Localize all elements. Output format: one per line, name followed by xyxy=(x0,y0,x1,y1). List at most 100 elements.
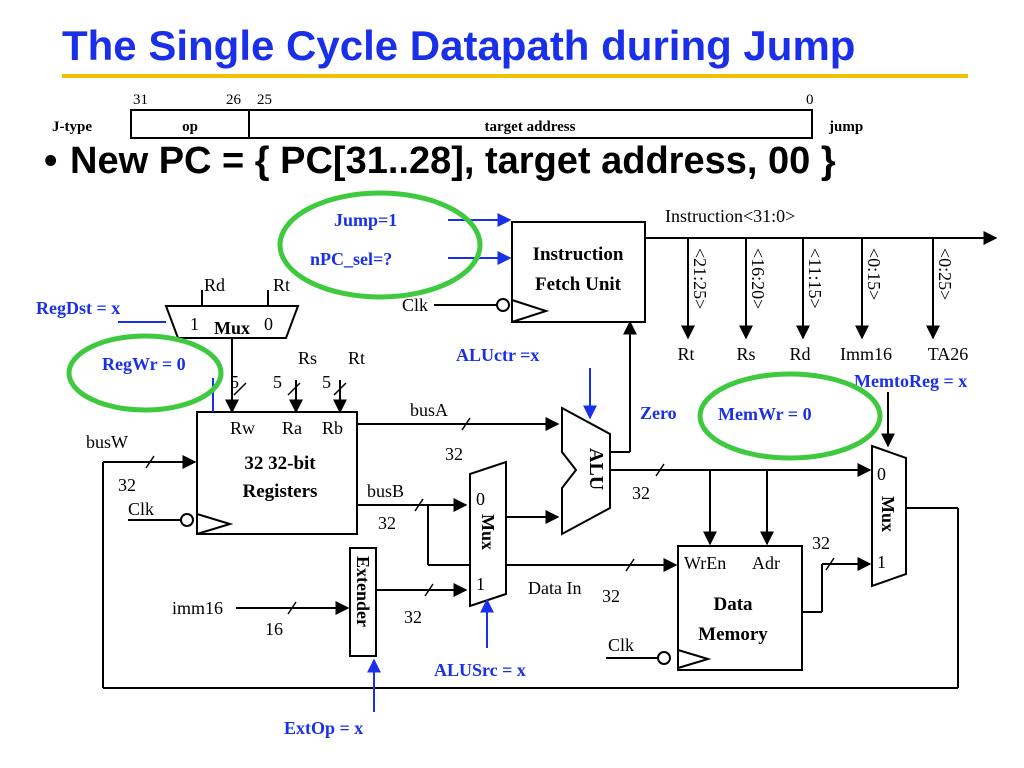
ifu-clk-bubble xyxy=(496,298,510,312)
rb-width-label: 5 xyxy=(322,372,331,392)
bit-0-label: 0 xyxy=(806,92,814,108)
imm16-label: imm16 xyxy=(172,598,223,618)
bit-26-label: 26 xyxy=(226,92,242,108)
extender: Extender xyxy=(349,547,377,657)
field-bits-rt: <21:25> xyxy=(690,248,710,309)
instruction-fetch-unit: Instruction Fetch Unit xyxy=(511,221,646,323)
memtoreg-mux: Mux 0 1 xyxy=(871,444,907,588)
data-memory: WrEn Adr Data Memory xyxy=(677,545,803,671)
jtype-format: 31 26 25 0 J-type op target address jump xyxy=(52,92,863,139)
jump-control: Jump=1 xyxy=(334,210,397,230)
highlight-circles xyxy=(66,190,883,461)
highlight-circle-memwr xyxy=(697,371,883,461)
mem-clk-bubble xyxy=(657,651,671,665)
highlight-circle-jump xyxy=(277,190,483,300)
mem-adr: Adr xyxy=(752,553,780,573)
ifu-line1: Instruction xyxy=(533,244,624,265)
busw-width: 32 xyxy=(118,475,136,495)
jump-label: jump xyxy=(828,119,863,135)
alusrc-mux-in0: 0 xyxy=(476,489,485,509)
target-address-field: target address xyxy=(485,119,576,135)
alusrc-mux: Mux 0 1 xyxy=(469,460,507,608)
field-name-rs: Rs xyxy=(736,344,755,364)
extop-control: ExtOp = x xyxy=(284,718,363,738)
field-bits-imm16: <0:15> xyxy=(864,248,884,300)
busw-label: busW xyxy=(86,432,128,452)
field-bits-ta26: <0:25> xyxy=(935,248,955,300)
bullet-new-pc: • New PC = { PC[31..28], target address, … xyxy=(44,140,836,183)
ifu-clk-label: Clk xyxy=(402,295,428,315)
data-in-label: Data In xyxy=(528,578,581,598)
regdst-control: RegDst = x xyxy=(36,298,120,318)
regdst-mux-in0: 0 xyxy=(264,314,273,334)
memtoreg-mux-in1: 1 xyxy=(877,552,886,572)
busb-label: busB xyxy=(367,481,404,501)
aluctr-control: ALUctr =x xyxy=(456,345,539,365)
bit-25-label: 25 xyxy=(257,92,272,108)
mem-line1: Data xyxy=(713,594,753,615)
mem-out-width: 32 xyxy=(812,533,830,553)
field-name-imm16: Imm16 xyxy=(840,344,892,364)
memtoreg-mux-in0: 0 xyxy=(877,464,886,484)
reg-clk-label: Clk xyxy=(128,499,154,519)
rw-width-label: 5 xyxy=(230,372,239,392)
regdst-mux-in1: 1 xyxy=(190,314,199,334)
field-bits-rd: <11:15> xyxy=(805,248,825,309)
reg-rs-label: Rs xyxy=(298,348,317,368)
register-file: Rw Ra Rb 32 32-bit Registers xyxy=(196,411,358,535)
reg-ra: Ra xyxy=(282,418,302,438)
ra-width-label: 5 xyxy=(273,372,282,392)
alusrc-mux-in1: 1 xyxy=(476,574,485,594)
mem-clk-label: Clk xyxy=(608,635,634,655)
extender-label: Extender xyxy=(353,556,373,627)
title-underline xyxy=(62,74,968,78)
busa-width: 32 xyxy=(445,444,463,464)
format-box xyxy=(130,109,813,139)
field-name-rd: Rd xyxy=(789,344,810,364)
memwr-control: MemWr = 0 xyxy=(718,404,812,424)
busb-width: 32 xyxy=(378,513,396,533)
reg-line1: 32 32-bit xyxy=(244,453,316,474)
mem-wren: WrEn xyxy=(684,553,726,573)
field-name-ta26: TA26 xyxy=(928,344,969,364)
regdst-mux: Mux 1 0 Rd Rt xyxy=(164,275,300,339)
instruction-bus-label: Instruction<31:0> xyxy=(665,206,795,226)
alusrc-mux-label: Mux xyxy=(478,514,498,550)
bit-31-label: 31 xyxy=(133,92,148,108)
regwr-control: RegWr = 0 xyxy=(102,354,186,374)
bullet-text: New PC = { PC[31..28], target address, 0… xyxy=(70,140,836,182)
data-in-width: 32 xyxy=(602,586,620,606)
mem-line2: Memory xyxy=(698,624,768,645)
field-name-rt: Rt xyxy=(677,344,694,364)
op-field: op xyxy=(182,119,198,135)
reg-rw: Rw xyxy=(230,418,255,438)
reg-rb: Rb xyxy=(322,418,343,438)
reg-clk-bubble xyxy=(180,513,194,527)
regdst-rt-label: Rt xyxy=(273,275,290,295)
reg-line2: Registers xyxy=(243,481,318,502)
alu-label: ALU xyxy=(585,448,607,490)
zero-label: Zero xyxy=(640,403,677,423)
npc-sel-control: nPC_sel=? xyxy=(310,249,392,269)
regdst-rd-label: Rd xyxy=(204,275,225,295)
alu: ALU xyxy=(561,406,611,536)
busa-label: busA xyxy=(410,400,448,420)
imm16-width: 16 xyxy=(265,619,283,639)
memtoreg-mux-label: Mux xyxy=(878,496,898,532)
memtoreg-control: MemtoReg = x xyxy=(854,371,967,391)
ext-out-width: 32 xyxy=(404,607,422,627)
alusrc-control: ALUSrc = x xyxy=(434,660,526,680)
slide-title: The Single Cycle Datapath during Jump xyxy=(62,22,856,69)
reg-rt-label: Rt xyxy=(348,348,365,368)
instruction-field-taps: <21:25> <16:20> <11:15> <0:15> <0:25> Rt… xyxy=(677,238,968,364)
control-signals: Jump=1 nPC_sel=? RegDst = x RegWr = 0 AL… xyxy=(36,210,967,738)
ifu-line2: Fetch Unit xyxy=(535,274,622,295)
bullet-marker: • xyxy=(44,140,58,182)
field-bits-rs: <16:20> xyxy=(748,248,768,309)
regdst-mux-label: Mux xyxy=(214,318,250,338)
highlight-circle-regwr xyxy=(66,333,224,413)
jtype-label: J-type xyxy=(52,119,92,135)
alu-out-width: 32 xyxy=(632,483,650,503)
